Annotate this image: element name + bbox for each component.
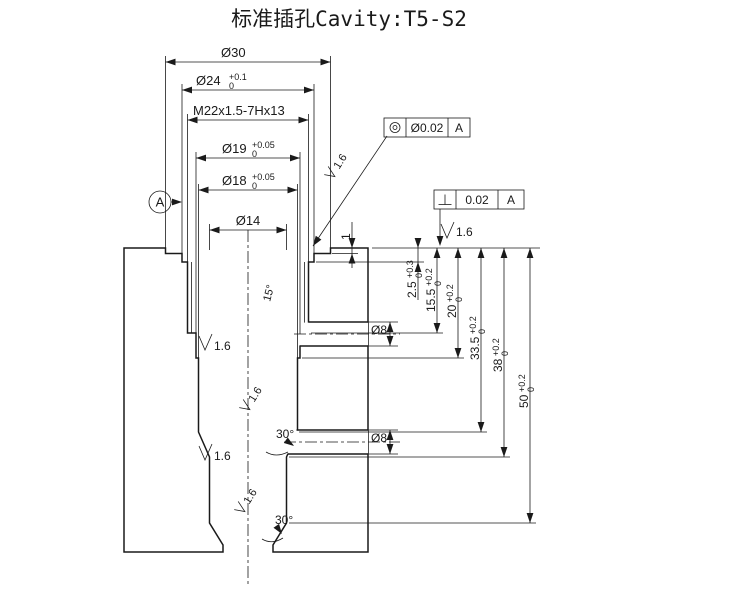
angle-upper-label: 30° xyxy=(276,427,294,441)
dim-depth-2-5-label: 2.5 xyxy=(405,281,419,298)
dim-depth-15-5-tol-upper: +0.2 xyxy=(424,268,434,286)
dim-m22-thread: M22x1.5-7Hx13 xyxy=(187,103,309,262)
dim-depth-50-tol-upper: +0.2 xyxy=(517,374,527,392)
port-top-outline xyxy=(300,321,368,347)
plate-section-left xyxy=(123,247,224,553)
dim-d18-tol-upper: +0.05 xyxy=(252,172,275,182)
dim-d19-tol-lower: 0 xyxy=(252,149,257,159)
dim-port-top: Ø8 xyxy=(368,321,398,347)
gdt-perpendicularity-value: 0.02 xyxy=(465,193,489,207)
dim-depth-1-label: 1 xyxy=(339,233,353,240)
dim-d18-label: Ø18 xyxy=(222,173,247,188)
plate-section-right xyxy=(272,247,369,553)
dim-depth-2-5-tol-lower: 0 xyxy=(414,273,424,278)
dim-depth-15-5-label: 15.5 xyxy=(424,288,438,312)
dim-depth-20: 20 +0.2 0 xyxy=(445,248,464,358)
dim-depth-20-tol-lower: 0 xyxy=(454,297,464,302)
roughness-bore-step2: 1.6 xyxy=(198,443,231,463)
gdt-concentricity-datum: A xyxy=(455,121,463,135)
gdt-concentricity-value: Ø0.02 xyxy=(411,121,444,135)
dim-depth-20-label: 20 xyxy=(445,304,459,318)
dim-port-bottom-label: Ø8 xyxy=(371,431,387,445)
dim-port-bottom: Ø8 xyxy=(368,429,398,455)
roughness-check-icon xyxy=(198,333,213,352)
depth-dimension-chain xyxy=(289,247,540,524)
dim-d14: Ø14 xyxy=(209,213,287,250)
angle-upper-note: 30° xyxy=(265,427,296,456)
roughness-bore-cone1-value: 1.6 xyxy=(246,385,264,404)
dim-depth-33-5-label: 33.5 xyxy=(468,336,482,360)
roughness-face-value: 1.6 xyxy=(456,225,473,239)
roughness-check-icon xyxy=(239,399,251,411)
dim-d24-tol-upper: +0.1 xyxy=(229,72,247,82)
dim-depth-38-tol-upper: +0.2 xyxy=(491,338,501,356)
gdt-perpendicularity-frame: 0.02 A xyxy=(433,189,525,246)
roughness-face: 1.6 xyxy=(440,221,473,240)
dim-depth-38: 38 +0.2 0 xyxy=(491,248,510,457)
dim-d30: Ø30 xyxy=(165,45,331,254)
dim-depth-20-tol-upper: +0.2 xyxy=(445,284,455,302)
dim-d24: Ø24 +0.1 0 xyxy=(181,72,315,262)
roughness-bore-step2-value: 1.6 xyxy=(214,449,231,463)
dim-port-top-label: Ø8 xyxy=(371,323,387,337)
roughness-thread-value: 1.6 xyxy=(331,152,349,171)
dim-d24-tol-lower: 0 xyxy=(229,81,234,91)
roughness-bore-cone1: 1.6 xyxy=(239,385,265,411)
roughness-check-icon xyxy=(198,443,213,462)
perpendicularity-icon xyxy=(438,194,452,205)
dim-depth-50: 50 +0.2 0 xyxy=(517,248,536,523)
dim-depth-38-label: 38 xyxy=(491,358,505,372)
dim-depth-33-5-tol-lower: 0 xyxy=(477,329,487,334)
roughness-bore-cone2-value: 1.6 xyxy=(241,487,259,506)
gdt-concentricity-frame: Ø0.02 A xyxy=(310,117,471,248)
dim-depth-1: 1 xyxy=(332,222,358,268)
dim-depth-50-label: 50 xyxy=(517,394,531,408)
datum-triangle-icon xyxy=(172,198,182,206)
concentricity-icon xyxy=(389,122,401,133)
datum-label: A xyxy=(156,195,165,210)
dim-d30-label: Ø30 xyxy=(221,45,246,60)
dim-depth-33-5-tol-upper: +0.2 xyxy=(468,316,478,334)
angle-chamfer-note: 15° xyxy=(261,284,277,303)
dim-depth-38-tol-lower: 0 xyxy=(500,351,510,356)
dim-d19-label: Ø19 xyxy=(222,141,247,156)
datum-a: A xyxy=(148,190,182,214)
roughness-check-icon xyxy=(324,166,336,178)
roughness-bore-step1-value: 1.6 xyxy=(214,339,231,353)
dim-depth-15-5-tol-lower: 0 xyxy=(433,281,443,286)
drawing-title: 标准插孔Cavity:T5-S2 xyxy=(231,7,467,31)
dim-d18: Ø18 +0.05 0 xyxy=(198,172,298,359)
angle-lower-label: 30° xyxy=(275,513,293,527)
roughness-bore-cone2: 1.6 xyxy=(234,487,260,513)
dim-depth-50-tol-lower: 0 xyxy=(526,387,536,392)
dim-m22-label: M22x1.5-7Hx13 xyxy=(193,103,285,118)
dim-depth-2-5: 2.5 +0.3 0 xyxy=(405,238,424,300)
dim-depth-2-5-tol-upper: +0.3 xyxy=(405,260,415,278)
dim-depth-33-5: 33.5 +0.2 0 xyxy=(468,248,487,432)
roughness-check-icon xyxy=(234,501,246,513)
port-bottom-outline xyxy=(288,429,368,455)
gdt-perpendicularity-datum: A xyxy=(507,193,515,207)
dim-d18-tol-lower: 0 xyxy=(252,181,257,191)
dim-depth-15-5: 15.5 +0.2 0 xyxy=(424,248,443,333)
roughness-bore-step1: 1.6 xyxy=(198,333,231,353)
dim-d14-label: Ø14 xyxy=(236,213,261,228)
dim-d19: Ø19 +0.05 0 xyxy=(195,140,301,334)
dim-d24-label: Ø24 xyxy=(196,73,221,88)
angle-chamfer-label: 15° xyxy=(261,284,277,303)
part-section xyxy=(123,230,400,584)
roughness-check-icon xyxy=(440,221,455,240)
roughness-thread: 1.6 xyxy=(324,152,350,178)
dim-d19-tol-upper: +0.05 xyxy=(252,140,275,150)
angle-lower-note: 30° xyxy=(261,513,293,543)
